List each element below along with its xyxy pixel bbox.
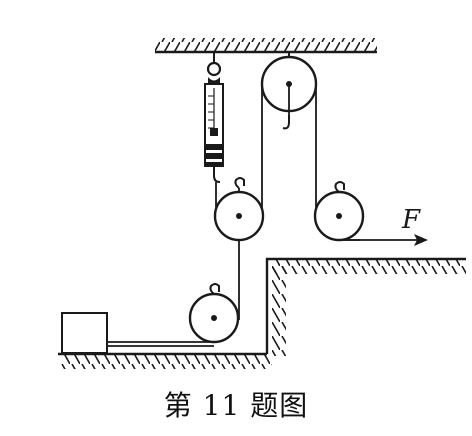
- lower-ground: [58, 352, 272, 369]
- pulley-system-diagram: F: [58, 38, 466, 369]
- block: [61, 312, 108, 354]
- spring-scale: [204, 52, 224, 183]
- force-label: F: [401, 205, 421, 235]
- pulley-lower: [188, 283, 240, 344]
- figure-caption: 第 11 题图: [163, 389, 309, 422]
- upper-ground: [265, 257, 466, 356]
- ceiling: [155, 38, 377, 54]
- force-arrow: [339, 234, 428, 246]
- pulley-middle-left: [213, 177, 265, 242]
- pulley-right: [313, 181, 365, 242]
- fixed-pulley-top: [260, 52, 318, 130]
